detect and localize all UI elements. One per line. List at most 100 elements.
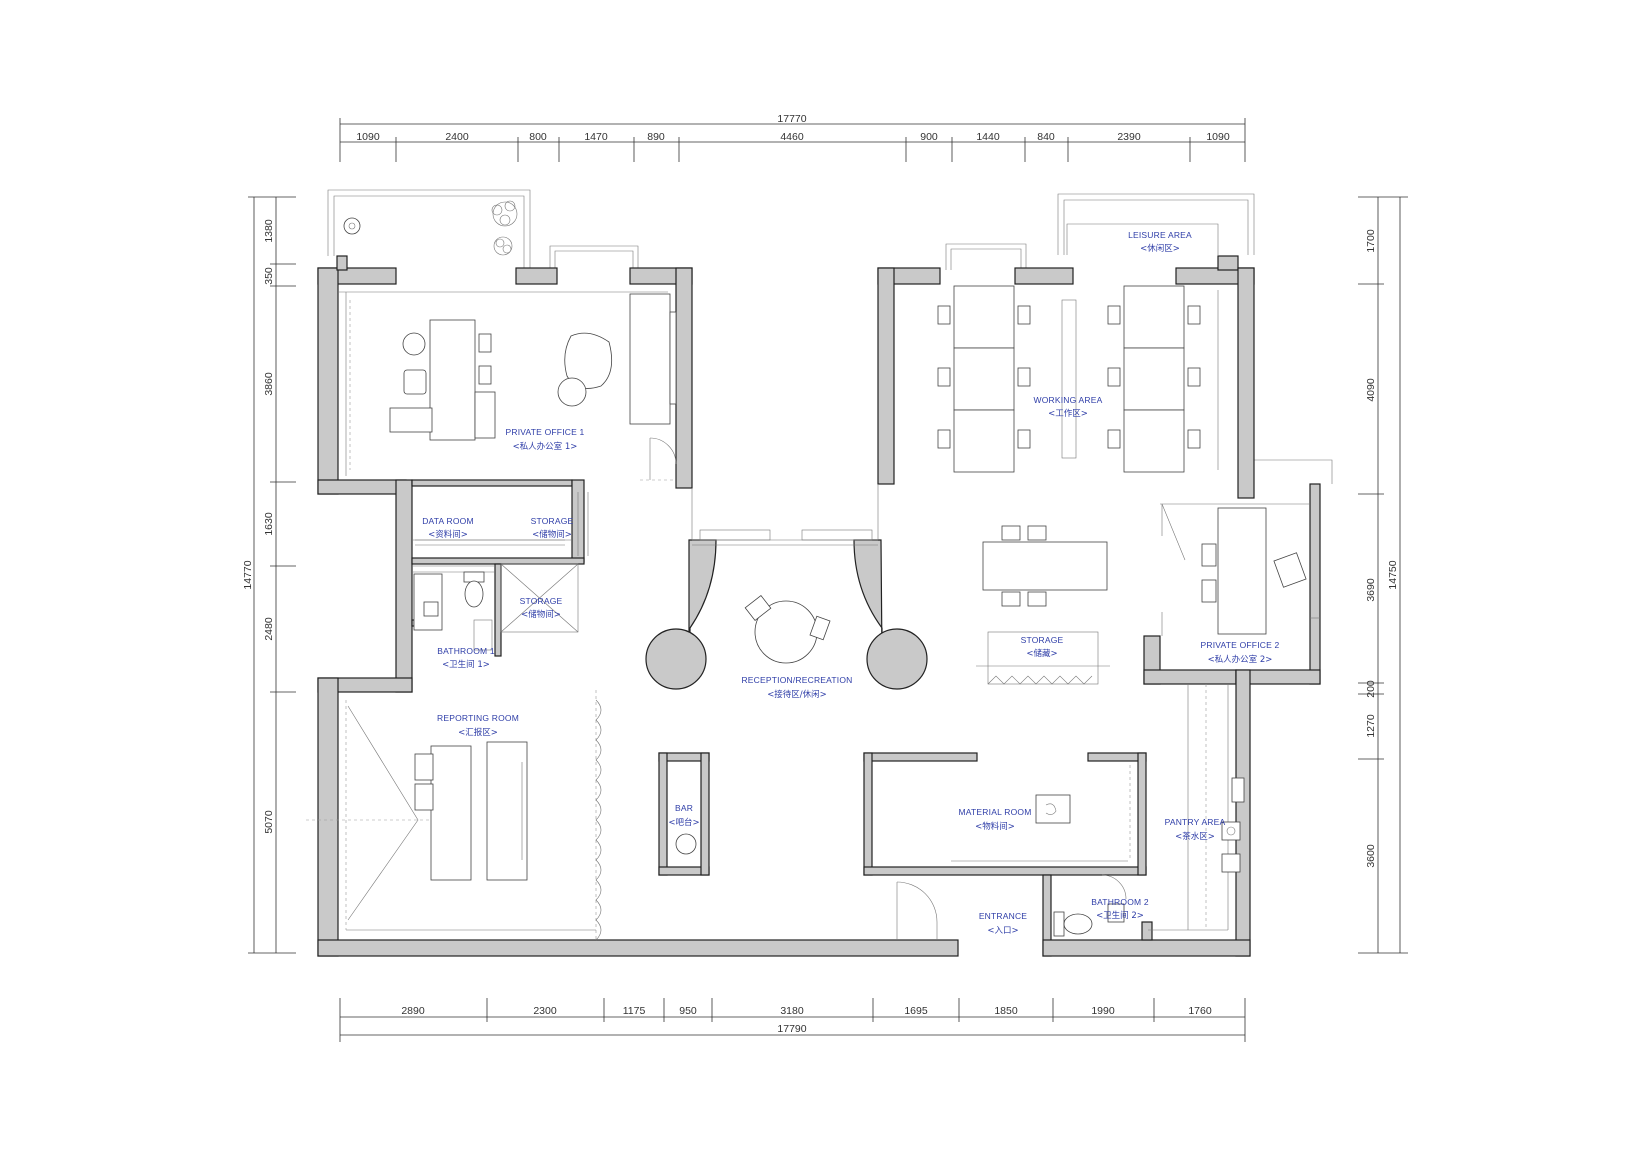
top-dim-8: 1440 bbox=[976, 131, 1000, 143]
data-room-label: DATA ROOM bbox=[422, 516, 474, 526]
storage-label-3-zh: <储藏> bbox=[1026, 648, 1057, 659]
bottom-dim-6: 1695 bbox=[904, 1005, 928, 1017]
bottom-dim-7: 1850 bbox=[994, 1005, 1018, 1017]
private-office-2-label: PRIVATE OFFICE 2 bbox=[1201, 640, 1280, 650]
material-room-label: MATERIAL ROOM bbox=[959, 807, 1032, 817]
meeting-table bbox=[982, 541, 1108, 591]
left-dimensions: 1380 350 3860 1630 2480 5070 14770 bbox=[242, 196, 296, 954]
sink-icon bbox=[423, 601, 439, 617]
storage-label-1-zh: <储物间> bbox=[532, 529, 572, 540]
bathroom-2-label-zh: <卫生间 2> bbox=[1096, 910, 1144, 921]
reception-furniture bbox=[744, 594, 831, 664]
left-dim-2: 350 bbox=[263, 267, 275, 285]
chair-icon bbox=[1001, 525, 1047, 607]
storage-cabinet bbox=[987, 631, 1099, 685]
working-area-label-zh: <工作区> bbox=[1048, 408, 1088, 419]
bottom-dim-8: 1990 bbox=[1091, 1005, 1115, 1017]
sofa-icon bbox=[629, 293, 671, 425]
bathroom-2-label: BATHROOM 2 bbox=[1091, 897, 1149, 907]
working-area-furniture bbox=[937, 285, 1201, 685]
bottom-total-dim: 17790 bbox=[777, 1023, 806, 1035]
right-dim-4: 200 bbox=[1365, 680, 1377, 698]
right-dim-1: 1700 bbox=[1365, 229, 1377, 253]
left-dim-3: 3860 bbox=[263, 372, 275, 396]
material-room-label-zh: <物料间> bbox=[975, 821, 1015, 832]
entrance-label-zh: <入口> bbox=[987, 926, 1018, 936]
walls bbox=[317, 255, 1321, 957]
lounge-chair-icon bbox=[564, 332, 613, 389]
chair-icon bbox=[1201, 543, 1217, 567]
bottom-dimensions: 2890 2300 1175 950 3180 1695 1850 1990 1… bbox=[339, 998, 1246, 1042]
left-dim-5: 2480 bbox=[263, 617, 275, 641]
office-chair-icon bbox=[1273, 552, 1307, 588]
reception-label: RECEPTION/RECREATION bbox=[741, 675, 852, 685]
table bbox=[486, 741, 528, 881]
right-dim-2: 4090 bbox=[1365, 378, 1377, 402]
left-dim-1: 1380 bbox=[263, 219, 275, 243]
bathroom-1-label: BATHROOM 1 bbox=[437, 646, 495, 656]
chair-icon bbox=[809, 615, 831, 641]
table bbox=[430, 745, 472, 881]
left-dim-4: 1630 bbox=[263, 512, 275, 536]
right-dim-3: 3690 bbox=[1365, 578, 1377, 602]
bottom-dim-1: 2890 bbox=[401, 1005, 425, 1017]
material-room-furniture bbox=[1035, 794, 1071, 824]
chair-icon bbox=[478, 365, 492, 385]
chair-icon bbox=[403, 369, 427, 395]
top-total-dim: 17770 bbox=[777, 113, 806, 125]
right-dim-6: 3600 bbox=[1365, 844, 1377, 868]
top-dim-1: 1090 bbox=[356, 131, 380, 143]
leisure-area-label: LEISURE AREA bbox=[1128, 230, 1192, 240]
right-total-dim: 14750 bbox=[1387, 560, 1399, 589]
bottom-dim-2: 2300 bbox=[533, 1005, 557, 1017]
working-area-label: WORKING AREA bbox=[1034, 395, 1103, 405]
balconies bbox=[327, 189, 1333, 484]
right-dim-5: 1270 bbox=[1365, 714, 1377, 738]
private-office-1-label: PRIVATE OFFICE 1 bbox=[506, 427, 585, 437]
bar-label-zh: <吧台> bbox=[668, 817, 699, 828]
top-dim-11: 1090 bbox=[1206, 131, 1230, 143]
storage-label-1: STORAGE bbox=[531, 516, 574, 526]
bottom-dim-5: 3180 bbox=[780, 1005, 804, 1017]
storage-label-2: STORAGE bbox=[520, 596, 563, 606]
bar-sink-icon bbox=[675, 833, 697, 855]
entrance-label: ENTRANCE bbox=[979, 911, 1027, 921]
top-dim-9: 840 bbox=[1037, 131, 1055, 143]
top-dim-7: 900 bbox=[920, 131, 938, 143]
private-office-1-label-zh: <私人办公室 1> bbox=[513, 441, 578, 452]
top-dimensions: 17770 1090 2400 800 1470 890 4460 900 14… bbox=[339, 113, 1246, 162]
side-table-icon bbox=[557, 377, 587, 407]
private-office-2-label-zh: <私人办公室 2> bbox=[1208, 654, 1273, 665]
pantry-fixtures bbox=[1221, 777, 1245, 873]
reporting-room-furniture bbox=[414, 741, 528, 881]
bathroom-2-fixtures bbox=[1053, 903, 1125, 937]
cooktop-icon bbox=[1221, 821, 1241, 841]
pantry-area-label: PANTRY AREA bbox=[1165, 817, 1226, 827]
bar-label: BAR bbox=[675, 803, 693, 813]
stool-icon bbox=[402, 332, 426, 356]
top-dim-10: 2390 bbox=[1117, 131, 1141, 143]
left-total-dim: 14770 bbox=[242, 560, 254, 589]
plant-icon bbox=[491, 200, 518, 256]
chair-icon bbox=[478, 333, 492, 353]
bar-fixtures bbox=[675, 833, 697, 855]
top-dim-2: 2400 bbox=[445, 131, 469, 143]
sink-icon bbox=[1035, 794, 1071, 824]
storage-label-2-zh: <储物间> bbox=[521, 609, 561, 620]
toilet-icon bbox=[463, 571, 485, 583]
planter-icon bbox=[343, 217, 361, 235]
bottom-dim-4: 950 bbox=[679, 1005, 697, 1017]
desk bbox=[1217, 507, 1267, 635]
top-dim-5: 890 bbox=[647, 131, 665, 143]
reporting-room-label: REPORTING ROOM bbox=[437, 713, 519, 723]
private-office-2-furniture bbox=[1201, 507, 1307, 635]
storage-label-3: STORAGE bbox=[1021, 635, 1064, 645]
reception-pillar-left bbox=[645, 628, 707, 690]
chair-icon bbox=[1201, 579, 1217, 603]
chair-icon bbox=[414, 753, 434, 781]
chair-icon bbox=[744, 594, 772, 622]
sink-icon bbox=[1221, 853, 1241, 873]
bathroom-1-fixtures bbox=[413, 571, 493, 651]
data-room-label-zh: <资料间> bbox=[428, 529, 468, 540]
